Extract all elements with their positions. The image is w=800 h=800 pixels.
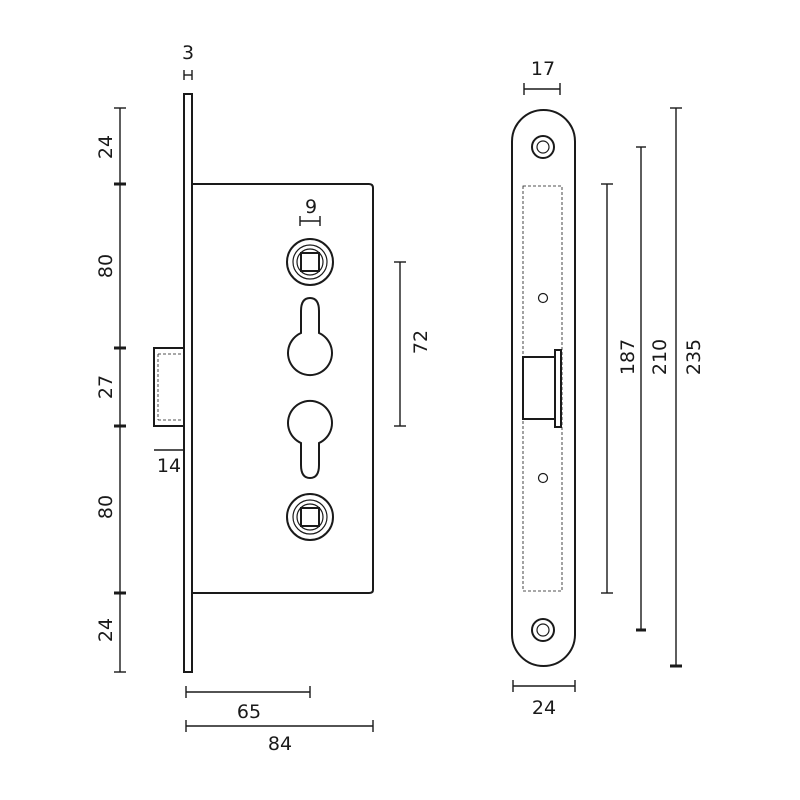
bottom-screw-hole [531, 618, 555, 642]
label-cylinder-hole: 9 [305, 196, 317, 218]
label-screw-spacing: 210 [649, 339, 671, 375]
lower-spindle-hub [286, 493, 334, 541]
bolt-flange [554, 349, 562, 428]
bolt [153, 347, 185, 427]
upper-spindle-hub [286, 238, 334, 286]
dimension-lines [114, 70, 682, 732]
lower-keyhole [287, 400, 333, 480]
lock-case [191, 183, 374, 594]
label-bottom-margin: 24 [95, 618, 117, 642]
lock-side-view [153, 93, 374, 673]
label-upper-body: 80 [95, 254, 117, 278]
dimension-labels: 3 9 24 80 27 80 24 14 72 65 84 17 24 187… [95, 42, 705, 755]
label-case-depth: 84 [268, 733, 292, 755]
label-faceplate-thickness: 3 [182, 42, 194, 64]
faceplate-front-view [511, 109, 576, 667]
fixing-hole-upper [537, 292, 549, 304]
label-bolt-height: 27 [95, 375, 117, 399]
label-cylinder-distance: 72 [410, 330, 432, 354]
label-top-margin: 24 [95, 135, 117, 159]
label-screw-spacing-inner: 187 [617, 339, 639, 375]
label-front-plate-width: 24 [532, 697, 556, 719]
bolt-hidden-line [157, 353, 184, 421]
label-front-plate-length: 235 [683, 339, 705, 375]
top-screw-hole [531, 135, 555, 159]
label-lower-body: 80 [95, 495, 117, 519]
fixing-hole-lower [537, 472, 549, 484]
label-backset: 65 [237, 701, 261, 723]
bolt-face [522, 356, 556, 420]
upper-keyhole [287, 296, 333, 376]
label-bolt-throw: 14 [157, 455, 181, 477]
label-front-plate-inner-width: 17 [531, 58, 555, 80]
faceplate-strip [183, 93, 193, 673]
